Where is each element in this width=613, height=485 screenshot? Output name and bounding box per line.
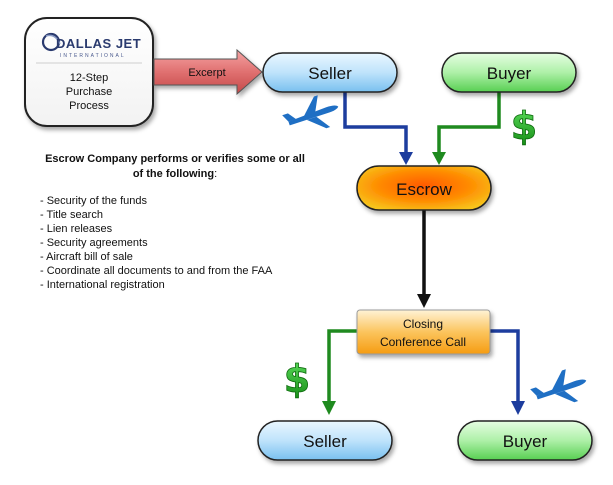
closing-label-line-1: Closing <box>403 317 443 331</box>
airplane-icon <box>282 95 339 129</box>
dollar-icon: $ <box>284 357 310 401</box>
excerpt-label: Excerpt <box>188 67 225 79</box>
escrow-notes-list: - Security of the funds - Title search -… <box>40 194 310 292</box>
buyer-top-label: Buyer <box>487 64 532 83</box>
seller-to-escrow-arrowhead <box>399 152 413 165</box>
seller-bottom-label: Seller <box>303 432 347 451</box>
closing-label-line-2: Conference Call <box>380 335 466 349</box>
buyer-to-escrow-arrowhead <box>432 152 446 165</box>
closing-to-seller-arrowhead <box>322 401 336 415</box>
buyer-bottom-label: Buyer <box>503 432 548 451</box>
seller-top-label: Seller <box>308 64 352 83</box>
list-item: - Security agreements <box>40 237 148 249</box>
buyer-to-escrow-connector <box>437 92 501 157</box>
list-item: - International registration <box>40 279 165 291</box>
closing-to-buyer-arrowhead <box>511 401 525 415</box>
list-item: - Title search <box>40 209 103 221</box>
escrow-notes-heading-colon: : <box>214 168 218 180</box>
buyer-bottom-node: Buyer <box>457 420 593 461</box>
closing-to-seller-connector <box>327 329 357 405</box>
buyer-top-node: Buyer <box>441 52 577 93</box>
logo-caption-line-1: 12-Step <box>70 72 109 84</box>
dallas-jet-logo-box: DALLAS JET INTERNATIONAL 12-Step Purchas… <box>24 17 154 127</box>
closing-to-buyer-connector <box>490 329 520 405</box>
escrow-notes-heading: Escrow Company performs or verifies some… <box>40 152 310 182</box>
seller-to-escrow-connector <box>343 92 408 157</box>
excerpt-arrow: Excerpt <box>153 48 263 96</box>
seller-top-node: Seller <box>262 52 398 93</box>
logo-caption-line-2: Purchase <box>66 86 112 98</box>
escrow-node: Escrow <box>356 165 492 211</box>
escrow-notes-heading-text: Escrow Company performs or verifies some… <box>45 153 305 180</box>
escrow-to-closing-arrowhead <box>417 294 431 308</box>
closing-conference-call-node: Closing Conference Call <box>356 309 491 355</box>
logo-caption-line-3: Process <box>69 100 109 112</box>
logo-brand-name: DALLAS JET <box>56 36 141 51</box>
airplane-icon <box>530 369 587 403</box>
list-item: - Aircraft bill of sale <box>40 251 133 263</box>
dollar-icon: $ <box>511 104 537 148</box>
escrow-label: Escrow <box>396 180 452 199</box>
escrow-notes: Escrow Company performs or verifies some… <box>40 152 310 292</box>
list-item: - Lien releases <box>40 223 113 235</box>
logo-brand-sub: INTERNATIONAL <box>60 53 126 59</box>
seller-bottom-node: Seller <box>257 420 393 461</box>
dallas-jet-logo: DALLAS JET INTERNATIONAL <box>41 32 141 59</box>
list-item: - Coordinate all documents to and from t… <box>40 265 273 277</box>
list-item: - Security of the funds <box>40 195 147 207</box>
